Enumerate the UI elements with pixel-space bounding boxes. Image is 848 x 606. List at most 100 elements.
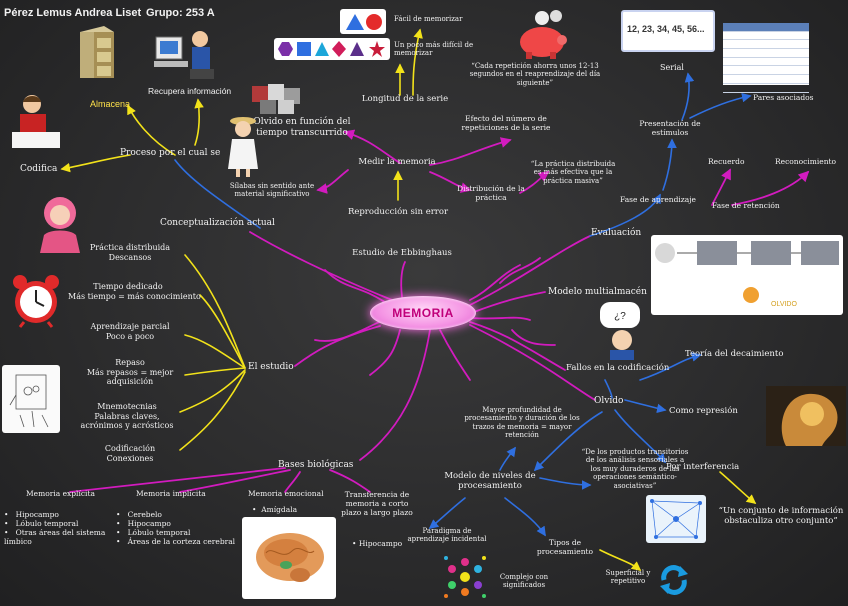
emocional-title: Memoria emocional	[248, 489, 324, 498]
cita-practica: “La práctica distribuida es más efectiva…	[530, 160, 616, 185]
explicita-title: Memoria explícita	[26, 489, 95, 498]
list-item: • Hipocampo	[4, 510, 59, 519]
fallos-node: Fallos en la codificación	[566, 363, 670, 373]
multistore-model-image: OLVIDO	[651, 235, 843, 315]
explicita-list: • Hipocampo • Lóbulo temporal • Otras ár…	[4, 510, 114, 546]
serial-node: Serial	[660, 63, 684, 72]
estudio-item-desc: Más repasos = mejor adquisición	[86, 367, 174, 387]
estudio-item-desc: Más tiempo = más conocimiento	[68, 291, 201, 301]
retencion-node: Fase de retención	[712, 201, 780, 210]
estudio-item-title: Tiempo dedicado	[93, 282, 163, 291]
recupera-node: Recupera información	[148, 86, 232, 96]
estudio-item-title: Mnemotecnias	[97, 402, 157, 411]
author-name: Pérez Lemus Andrea Liset	[4, 7, 142, 19]
puzzle-blocks-icon	[252, 84, 300, 114]
central-node: MEMORIA	[370, 296, 476, 330]
shapes-easy-image	[340, 9, 386, 34]
svg-text:¿?: ¿?	[614, 311, 626, 322]
reconocimiento-node: Reconocimiento	[775, 157, 837, 166]
complejo-node: Complejo con significados	[499, 573, 549, 590]
pares-node: Pares asociados	[753, 93, 814, 102]
implicita-list: • Cerebelo • Hipocampo • Lóbulo temporal…	[116, 510, 235, 546]
olvido-node: Olvido	[594, 396, 624, 406]
list-item: • Otras áreas del sistema límbico	[4, 528, 106, 546]
evaluacion-node: Evaluación	[591, 228, 642, 238]
paradigma-node: Paradigma de aprendizaje incidental	[407, 527, 487, 544]
network-nodes-icon	[650, 499, 702, 539]
computer-user-icon	[154, 31, 214, 79]
recuerdo-node: Recuerdo	[708, 157, 745, 166]
productos-node: “De los productos transitorios de los an…	[581, 448, 689, 490]
implicita-title: Memoria implícita	[136, 489, 206, 498]
conceptualizacion-node: Conceptualización actual	[160, 218, 275, 228]
codifica-node: Codifica	[20, 164, 58, 174]
facil-node: Fácil de memorizar	[394, 15, 463, 23]
refresh-cycle-icon	[660, 565, 688, 595]
sequence-card: 12, 23, 34, 45, 56...	[621, 10, 715, 52]
thinking-woman-icon	[40, 197, 80, 253]
multialmacen-node: Modelo multialmacén	[548, 287, 647, 297]
mind-head-icon	[766, 386, 846, 446]
estudio-item-desc: Conexiones	[106, 453, 154, 463]
medir-node: Medir la memoria	[358, 157, 436, 167]
decaimiento-node: Teoría del decaimiento	[685, 349, 784, 359]
ebbinghaus-node: Estudio de Ebbinghaus	[352, 248, 452, 258]
silabas-node: Sílabas sin sentido ante material signif…	[229, 182, 315, 199]
estudio-item-title: Repaso	[115, 358, 145, 367]
presentacion-node: Presentación de estímulos	[639, 119, 701, 137]
cita-ahorro: “Cada repetición ahorra unos 12-13 segun…	[469, 62, 601, 87]
tipos-node: Tipos de procesamiento	[536, 538, 594, 556]
list-item: • Lóbulo temporal	[4, 519, 79, 528]
brain-icon	[256, 533, 324, 582]
superficial-node: Superficial y repetitivo	[605, 569, 651, 586]
multistore-diagram-icon	[655, 241, 839, 303]
paired-associates-table	[723, 23, 809, 93]
filing-cabinet-icon	[80, 26, 114, 78]
olvido-tiempo-node: Olvido en función del tiempo transcurrid…	[253, 117, 351, 138]
longitud-node: Longitud de la serie	[361, 94, 449, 104]
profundidad-node: Mayor profundidad de procesamiento y dur…	[464, 406, 580, 440]
network-image	[646, 495, 706, 543]
colorful-dots-icon	[444, 556, 486, 598]
girl-figure-icon	[228, 117, 258, 177]
confused-boy-icon: ¿?	[600, 302, 640, 360]
estudio-node: El estudio	[248, 362, 294, 372]
estudio-item-desc: Palabras claves, acrónimos y acrósticos	[80, 411, 174, 431]
sketch-image	[2, 365, 60, 433]
interferencia-cita: “Un conjunto de información obstaculiza …	[718, 506, 844, 527]
aprendizaje-node: Fase de aprendizaje	[620, 195, 696, 204]
emocional-item: • Amígdala	[252, 505, 298, 514]
person-writing-icon	[12, 95, 60, 148]
sketch-drawing-icon	[9, 374, 49, 428]
estudio-item-title: Codificación	[104, 444, 156, 453]
estudio-item-desc: Descansos	[108, 252, 152, 262]
piggy-bank-icon	[520, 10, 567, 59]
niveles-node: Modelo de niveles de procesamiento	[444, 471, 536, 492]
almacena-node: Almacena	[90, 99, 131, 109]
represion-node: Como represión	[669, 406, 738, 416]
dificil-node: Un poco más difícil de memorizar	[394, 41, 474, 58]
estudio-item-title: Práctica distribuida	[89, 243, 171, 252]
brain-diagram-image	[242, 517, 336, 599]
list-item: • Hipocampo	[116, 519, 171, 528]
central-node-label: MEMORIA	[392, 306, 454, 320]
alarm-clock-icon	[13, 275, 59, 328]
triangle-circle-icon	[346, 14, 382, 30]
sequence-text: 12, 23, 34, 45, 56...	[627, 24, 705, 34]
list-item: • Lóbulo temporal	[116, 528, 191, 537]
list-item: • Áreas de la corteza cerebral	[116, 537, 236, 546]
list-item: • Cerebelo	[116, 510, 162, 519]
efecto-node: Efecto del número de repeticiones de la …	[461, 114, 551, 132]
estudio-item-desc: Poco a poco	[105, 331, 155, 341]
shapes-row-icon	[278, 41, 385, 57]
transferencia-title: Transferencia de memoria a corto plazo a…	[341, 490, 413, 517]
interferencia-node: Por interferencia	[666, 462, 740, 472]
